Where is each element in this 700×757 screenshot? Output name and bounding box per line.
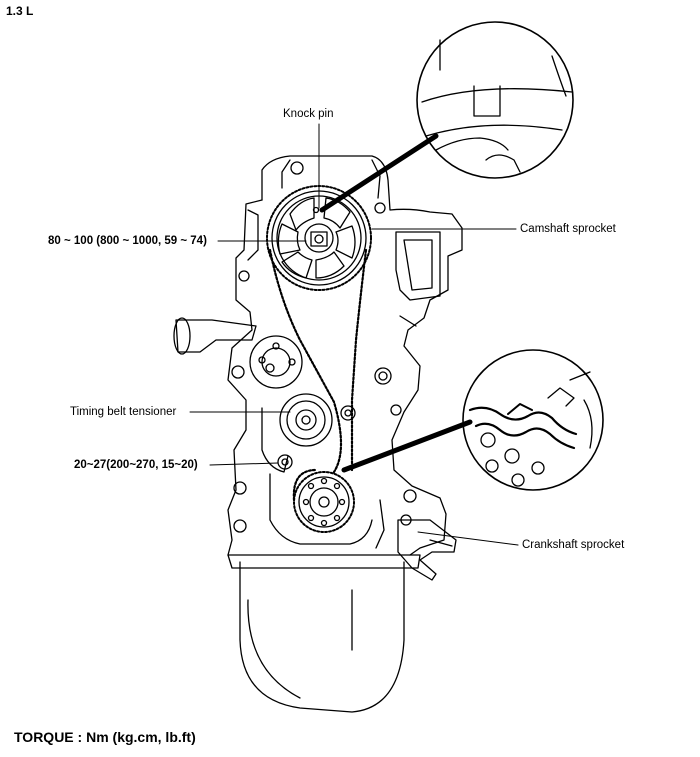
side-bracket: [397, 514, 457, 581]
accessory-bracket: [395, 231, 441, 327]
knock-pin-label: Knock pin: [283, 108, 334, 120]
oil-pan: [227, 554, 421, 713]
crankshaft-sprocket-label: Crankshaft sprocket: [522, 539, 625, 551]
leader-lines: [189, 123, 519, 546]
timing-belt: [268, 248, 368, 502]
tensioner-torque-label: 20~27(200~270, 15~20): [74, 459, 198, 471]
engine-block: [227, 155, 463, 556]
water-pump: [173, 317, 303, 389]
torque-legend: TORQUE : Nm (kg.cm, lb.ft): [14, 729, 196, 745]
engine-label: 1.3 L: [6, 4, 34, 18]
tensioner-pulley: [261, 393, 356, 473]
crank-detail-circle: [341, 349, 604, 491]
timing-belt-tensioner-label: Timing belt tensioner: [70, 406, 177, 418]
crank-front-cover: [269, 473, 385, 549]
camshaft-torque-label: 80 ~ 100 (800 ~ 1000, 59 ~ 74): [48, 235, 207, 247]
crankshaft-sprocket: [293, 471, 355, 533]
knock-pin-detail-circle: [319, 21, 574, 213]
camshaft-sprocket-label: Camshaft sprocket: [520, 223, 616, 235]
